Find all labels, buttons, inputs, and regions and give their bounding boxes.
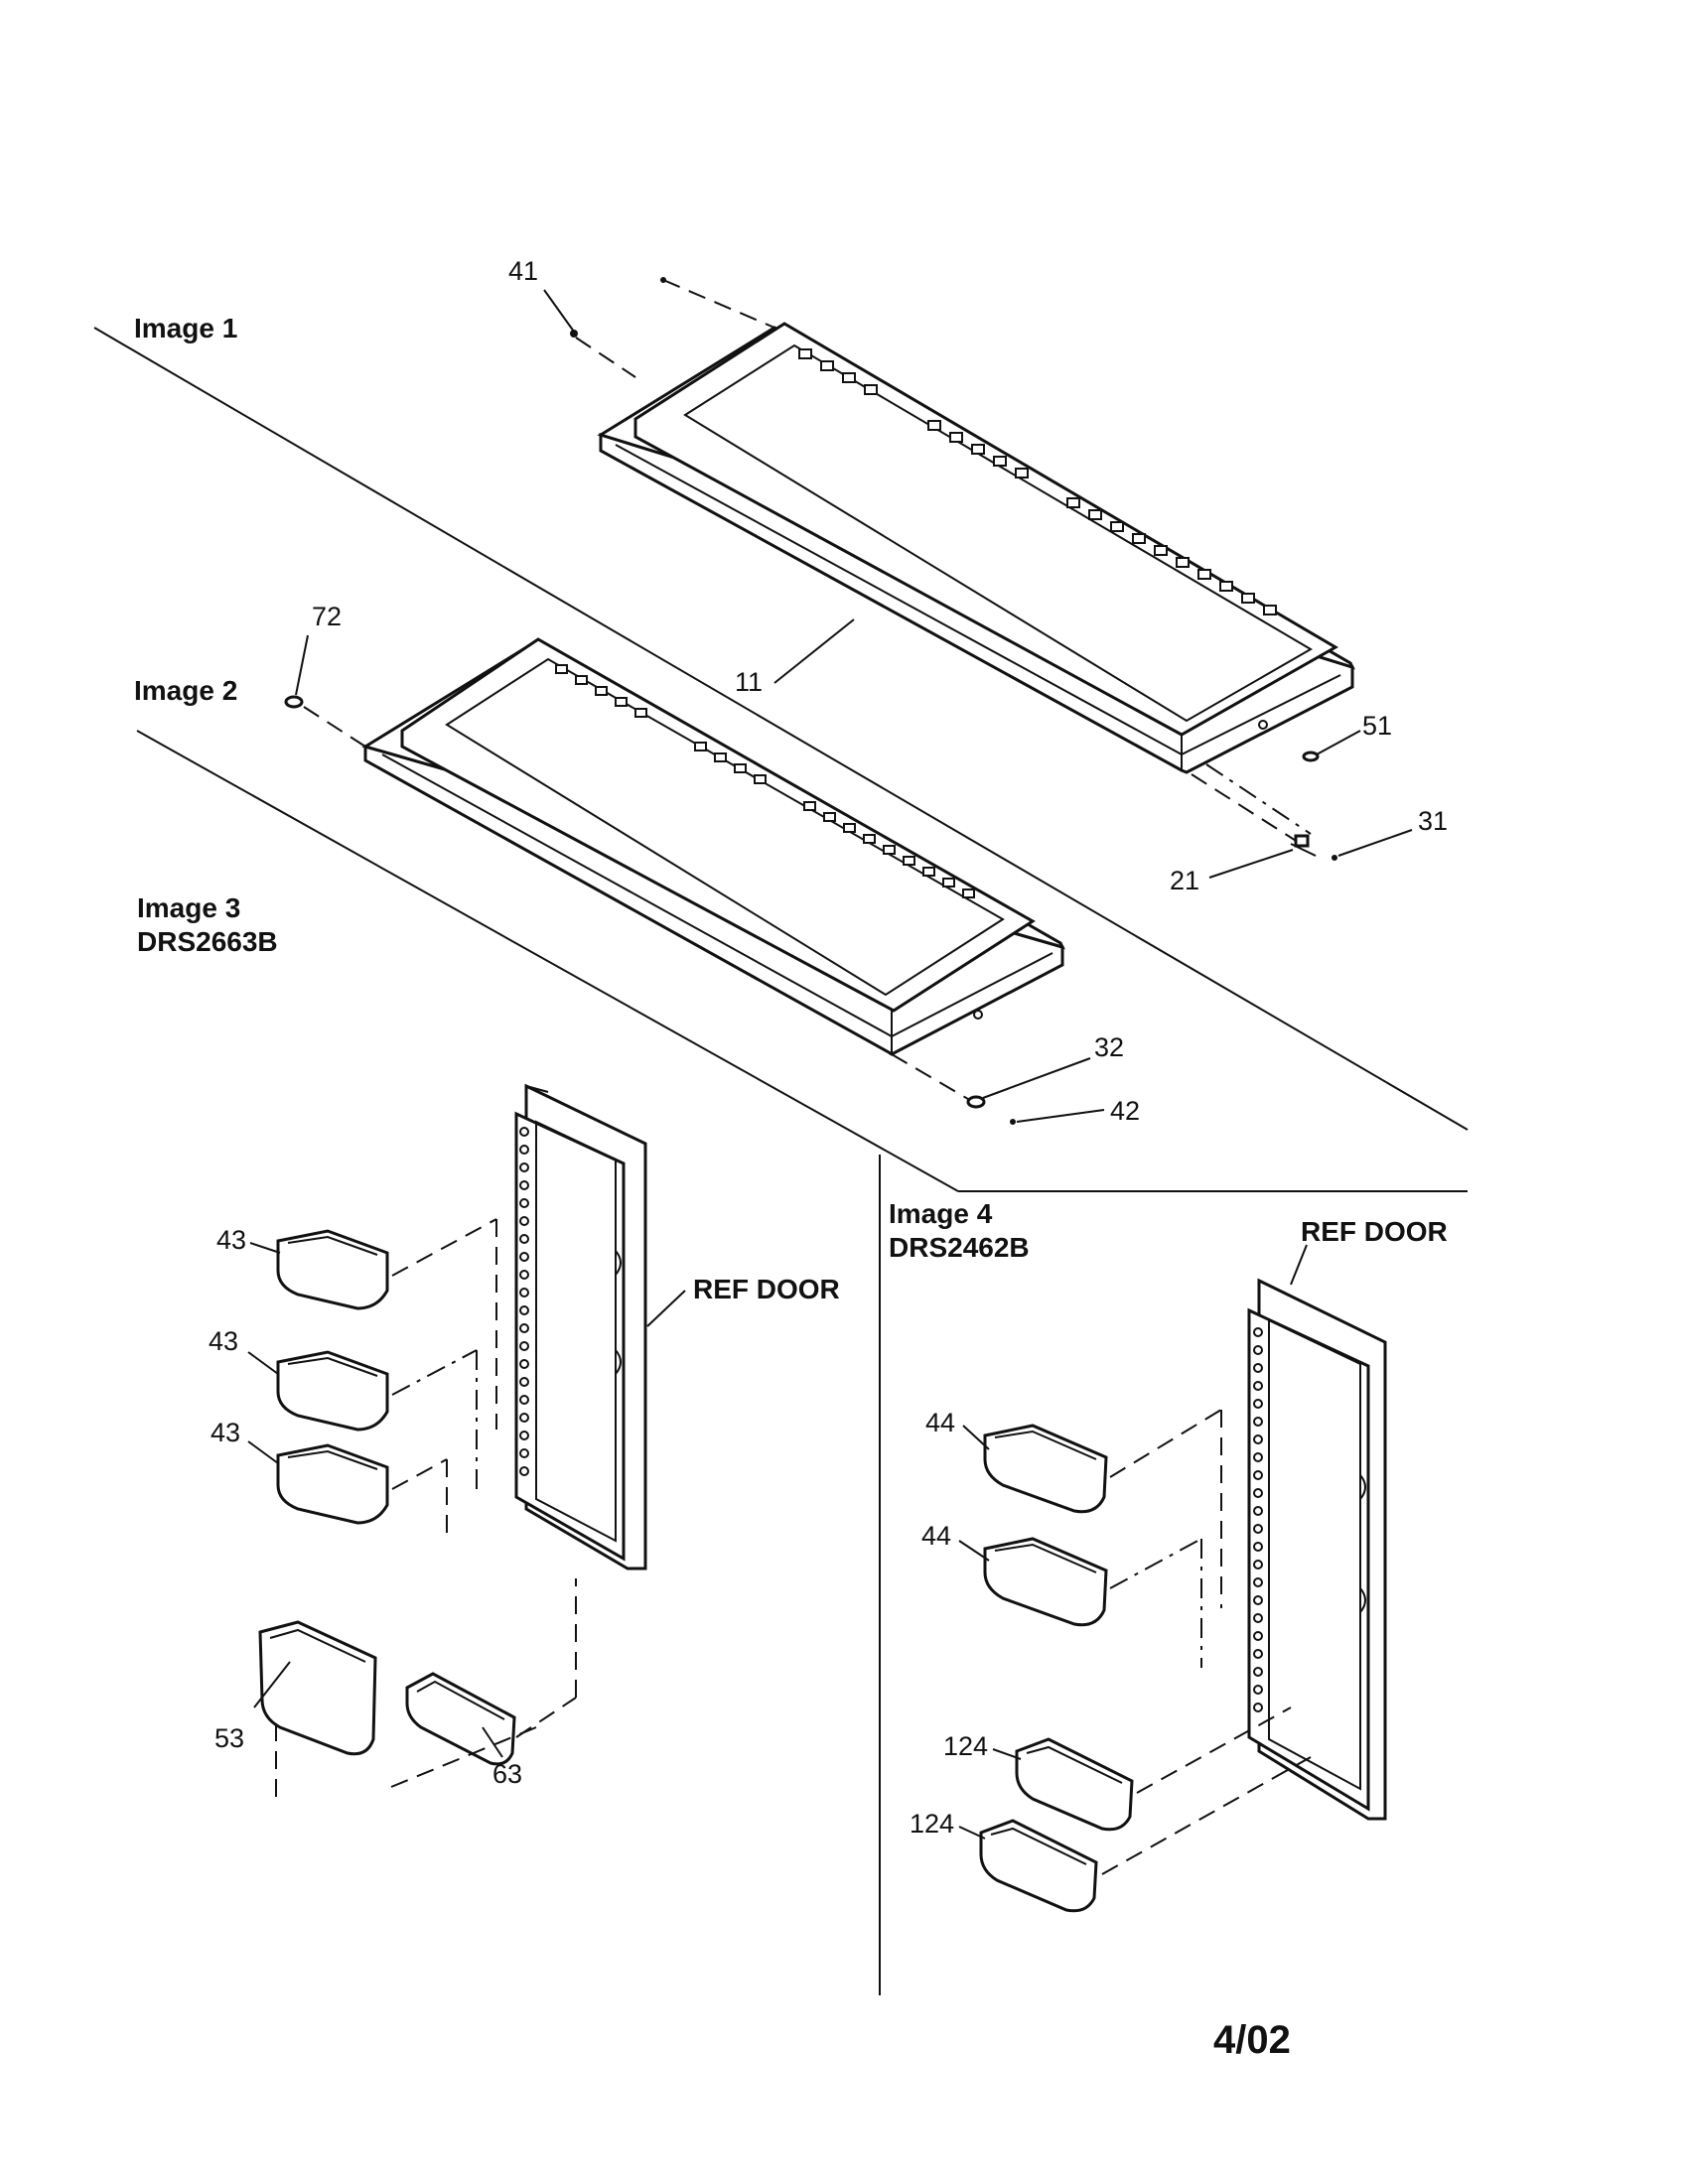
shelf-image-2 — [361, 637, 1065, 1056]
shelf-11-slots — [798, 348, 1277, 615]
callout-124-bottom: 124 — [910, 1809, 954, 1839]
section-dividers — [93, 327, 1469, 1995]
leader-41-dashes — [570, 277, 775, 378]
callout-51: 51 — [1362, 711, 1392, 741]
section-label-image-1: Image 1 — [134, 313, 237, 343]
callout-124-top: 124 — [943, 1731, 988, 1761]
door-bin-44-top — [983, 1409, 1222, 1608]
section-model-image-3: DRS2663B — [137, 926, 278, 957]
callout-41: 41 — [508, 256, 538, 286]
ref-door-left-dimples — [519, 1127, 529, 1476]
section-label-image-4: Image 4 — [889, 1198, 993, 1229]
callout-ref-door-right: REF DOOR — [1301, 1216, 1448, 1247]
callout-21: 21 — [1170, 866, 1199, 895]
door-bin-63 — [390, 1578, 577, 1788]
section-label-image-2: Image 2 — [134, 675, 237, 706]
callout-11: 11 — [735, 667, 763, 697]
callout-43-middle: 43 — [209, 1326, 238, 1356]
shelf-2-slots — [555, 664, 975, 898]
callout-32: 32 — [1094, 1032, 1124, 1062]
door-bin-43-middle — [276, 1349, 478, 1489]
part-72-stud — [284, 695, 366, 748]
section-label-image-3: Image 3 — [137, 892, 240, 923]
section-model-image-4: DRS2462B — [889, 1232, 1030, 1263]
callout-44-bottom: 44 — [921, 1521, 951, 1551]
footer-date: 4/02 — [1213, 2018, 1291, 2062]
hinge-hardware-lower — [891, 1053, 1016, 1125]
door-bin-53 — [258, 1620, 377, 1797]
callout-43-bottom: 43 — [210, 1418, 240, 1447]
ref-door-left — [514, 1083, 647, 1570]
callout-43-top: 43 — [216, 1225, 246, 1255]
door-bin-124-top — [1015, 1706, 1292, 1832]
door-bin-43-top — [276, 1218, 497, 1430]
callout-44-top: 44 — [925, 1408, 955, 1437]
callout-72: 72 — [312, 602, 342, 631]
ref-door-right-dimples — [1253, 1327, 1263, 1712]
ref-door-right — [1247, 1278, 1387, 1821]
hinge-hardware-right — [1191, 751, 1337, 861]
callout-53: 53 — [214, 1723, 244, 1753]
door-bin-43-bottom — [276, 1443, 448, 1539]
leader-lines — [247, 289, 1413, 1840]
callout-42: 42 — [1110, 1096, 1140, 1126]
callout-63: 63 — [492, 1759, 522, 1789]
door-bin-44-bottom — [983, 1537, 1202, 1668]
door-bin-124-bottom — [979, 1756, 1312, 1913]
callout-31: 31 — [1418, 806, 1448, 836]
callout-ref-door-left: REF DOOR — [693, 1274, 840, 1304]
shelf-part-11 — [597, 322, 1355, 774]
